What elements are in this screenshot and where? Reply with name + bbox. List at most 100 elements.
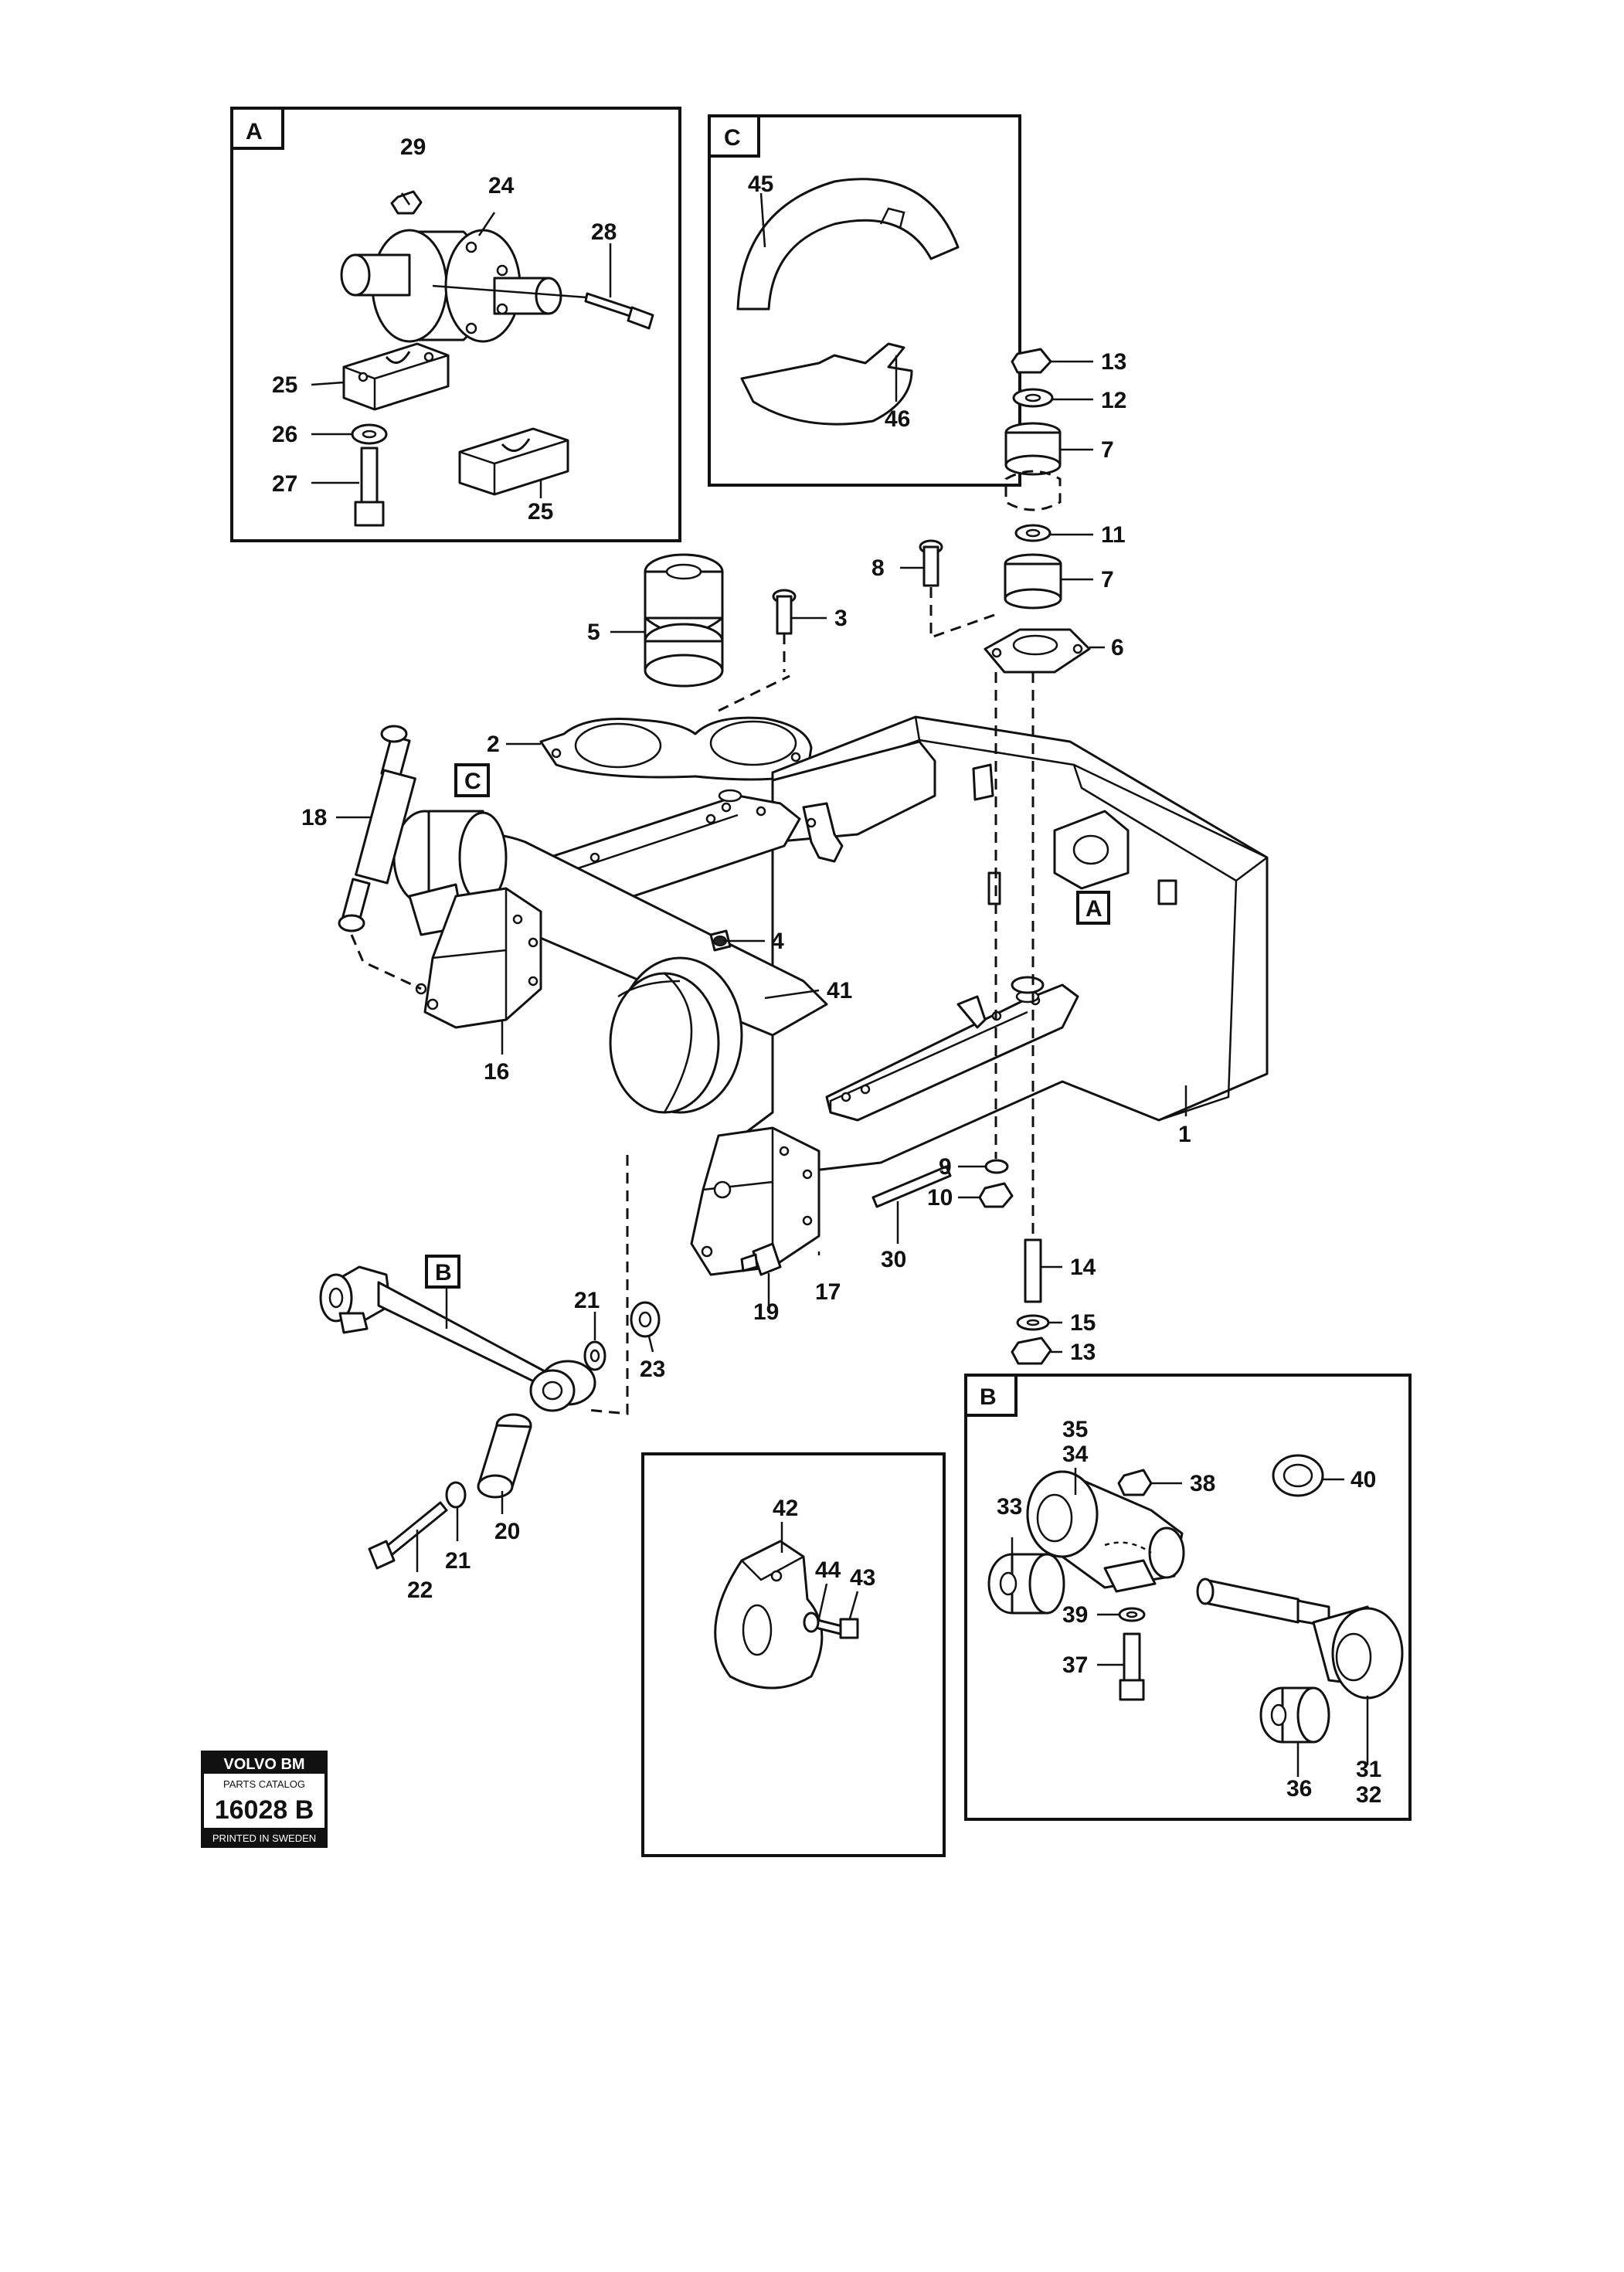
part-number: 19 (753, 1299, 779, 1325)
part-number: 4 (771, 929, 784, 954)
part-number: 27 (272, 471, 297, 497)
part-number: 15 (1070, 1310, 1096, 1336)
part-number: 9 (939, 1154, 952, 1180)
part-number: 46 (885, 406, 910, 432)
stamp-brand: VOLVO BM (223, 1756, 304, 1773)
part-number: 35 (1062, 1417, 1088, 1442)
part-number: 17 (815, 1279, 841, 1305)
part-number: 25 (272, 372, 297, 398)
mount-shaft-part (340, 229, 562, 343)
nut-10-part (978, 1182, 1014, 1208)
clamp-upper-part (342, 342, 450, 411)
part-number: 25 (528, 499, 553, 525)
svg-text:B: B (435, 1260, 452, 1285)
part-number: 8 (871, 555, 885, 581)
frame-callout-a: A (1076, 891, 1110, 925)
side-bolt-part (919, 539, 943, 587)
rod-callout-b: B (425, 1255, 460, 1289)
frame-callout-c: C (454, 763, 490, 797)
inset-c-tag (708, 114, 760, 158)
part-number: 43 (850, 1565, 875, 1591)
part-number: 29 (400, 134, 426, 160)
part-number: 41 (827, 978, 852, 1004)
inset-a-tag (230, 107, 284, 150)
part-number: 31 (1356, 1757, 1381, 1782)
inset-c: C (708, 114, 1021, 487)
shock-absorber-part (338, 725, 416, 932)
inset-c-label: C (724, 125, 741, 151)
catalog-stamp: VOLVO BM PARTS CATALOG 16028 B PRINTED I… (201, 1751, 328, 1848)
part-number: 36 (1286, 1776, 1312, 1802)
inset-b-frame (964, 1374, 1412, 1821)
nut-38-part (1117, 1469, 1153, 1496)
top-bolt-part (772, 589, 797, 635)
inset-a-frame (230, 107, 681, 542)
part-number: 13 (1101, 349, 1126, 375)
part-number: 45 (748, 172, 773, 197)
svg-text:A: A (1085, 896, 1102, 922)
part-number: 13 (1070, 1340, 1096, 1365)
stamp-footer: PRINTED IN SWEDEN (212, 1832, 316, 1844)
part-number: 7 (1101, 437, 1114, 463)
rubber-mount-part (644, 553, 724, 688)
part-number: 6 (1111, 635, 1124, 661)
part-number: 2 (487, 732, 500, 757)
part-number: 20 (494, 1519, 520, 1544)
clamp-bolt-part (354, 447, 385, 527)
inset-c-frame (708, 114, 1021, 487)
part-number: 11 (1101, 522, 1126, 548)
part-number: 18 (301, 805, 327, 830)
nut-23-part (630, 1301, 661, 1338)
part-number: 1 (1178, 1122, 1191, 1147)
clamp-lower-part (458, 427, 569, 496)
fender-part (736, 178, 960, 311)
part-number: 3 (834, 606, 848, 631)
right-mount-stack (984, 348, 1091, 674)
main-frame-part (392, 715, 1269, 1276)
svg-text:C: C (464, 769, 481, 794)
part-number: 32 (1356, 1782, 1381, 1808)
inset-b: B (964, 1374, 1412, 1821)
part-number: 40 (1351, 1467, 1376, 1493)
svg-text:B: B (980, 1384, 997, 1410)
part-number: 7 (1101, 567, 1114, 593)
part-number: 16 (484, 1059, 509, 1085)
stud-rod-part (871, 1165, 952, 1208)
long-bolt-part (368, 1501, 448, 1570)
inset-b-tag (964, 1374, 1018, 1417)
tee-housing-part (1026, 1470, 1185, 1593)
inset-a-label: A (246, 119, 263, 144)
bracket-bolt-part (740, 1242, 782, 1276)
stamp-number: 16028 B (215, 1795, 314, 1825)
part-number: 44 (815, 1557, 841, 1583)
stud-stack-part (1011, 1238, 1052, 1365)
double-plate-part (539, 716, 813, 781)
part-number: 24 (488, 173, 515, 199)
bolt-37-part (1119, 1632, 1145, 1701)
part-number: 34 (1062, 1442, 1089, 1467)
part-number: 10 (927, 1185, 953, 1211)
torque-rod-part (319, 1265, 596, 1412)
part-number: 33 (997, 1494, 1022, 1520)
plate-part (740, 342, 913, 426)
part-number: 26 (272, 422, 297, 447)
part-number: 14 (1070, 1255, 1096, 1280)
inset-a: A (230, 107, 681, 542)
bushing-36-part (1259, 1686, 1330, 1744)
nut-part (390, 190, 423, 215)
part-number: 39 (1062, 1602, 1088, 1628)
part-number: 12 (1101, 388, 1126, 413)
part-number: 21 (574, 1288, 600, 1313)
bolt-part (584, 292, 654, 330)
washer-9-part (984, 1159, 1009, 1174)
part-number: 5 (587, 620, 600, 645)
part-number: 30 (881, 1247, 906, 1272)
part-number: 37 (1062, 1652, 1088, 1678)
inset-coupling (641, 1452, 946, 1857)
stamp-subtitle: PARTS CATALOG (223, 1778, 305, 1790)
part-number-labels: 29 24 28 25 26 27 25 45 46 13 12 7 11 7 … (272, 134, 1381, 1808)
bushing-33-part (987, 1553, 1065, 1615)
part-number: 42 (773, 1496, 798, 1521)
rod-eye-part (1312, 1605, 1404, 1700)
